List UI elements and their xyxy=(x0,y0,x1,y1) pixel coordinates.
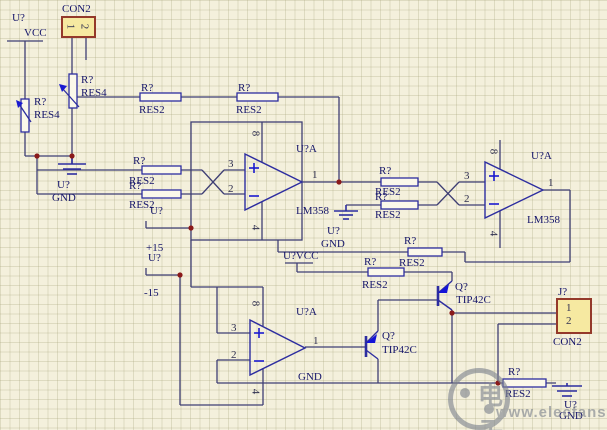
res-in1-part: RES2 xyxy=(129,175,155,187)
con2-bottom-label: CON2 xyxy=(553,336,582,348)
op1-pin8: 8 xyxy=(249,130,262,137)
op1-pin2: 2 xyxy=(228,183,234,195)
op1-part: LM358 xyxy=(296,205,329,217)
pot2-part: RES4 xyxy=(81,87,107,99)
opamp-2[interactable] xyxy=(484,160,545,220)
transistor-q2[interactable] xyxy=(364,330,379,360)
op3-refdes: U?A xyxy=(296,306,317,318)
res-in1-refdes: R? xyxy=(133,155,146,167)
res-top1-part: RES2 xyxy=(139,104,165,116)
op3-pin1: 1 xyxy=(313,335,319,347)
op2-pin1: 1 xyxy=(548,177,554,189)
watermark-url: www.elecfans.com xyxy=(496,404,607,421)
resistor-top2[interactable] xyxy=(236,92,279,102)
con2-bottom-pin1: 1 xyxy=(566,302,572,314)
op1-pin1: 1 xyxy=(312,169,318,181)
junction-dots xyxy=(34,153,501,386)
op3-pin2: 2 xyxy=(231,349,237,361)
resistor-in1[interactable] xyxy=(141,165,182,175)
opamp-3[interactable] xyxy=(249,318,307,377)
gnd1-label: GND xyxy=(52,192,76,204)
res-fb2-refdes: R? xyxy=(404,235,417,247)
op2-part: LM358 xyxy=(527,214,560,226)
op1-refdes: U?A xyxy=(296,143,317,155)
uvcc-port-label: U?VCC xyxy=(283,250,319,262)
op2-pin8: 8 xyxy=(487,148,500,155)
op3-pin4: 4 xyxy=(249,388,262,395)
op2-pin4: 4 xyxy=(487,230,500,237)
wires xyxy=(7,38,571,406)
elecfans-logo-dot xyxy=(460,388,470,398)
con2-top-label: CON2 xyxy=(62,3,91,15)
resistor-out[interactable] xyxy=(502,378,547,388)
connector-con2-bottom[interactable] xyxy=(556,298,592,334)
gnd2-refdes: U? xyxy=(327,225,340,237)
watermark-title: 电子发烧友 xyxy=(478,382,506,430)
op2-pin2: 2 xyxy=(464,193,470,205)
ground-symbol-mid xyxy=(334,205,358,220)
res-mid2-refdes: R? xyxy=(375,191,388,203)
ground-symbol-left xyxy=(58,156,86,175)
res-out-refdes: R? xyxy=(508,366,521,378)
op2-pin3: 3 xyxy=(464,170,470,182)
m15-refdes: U? xyxy=(148,252,161,264)
gnd2-label: GND xyxy=(321,238,345,250)
op3-pin8: 8 xyxy=(249,300,262,307)
pot1-refdes: R? xyxy=(34,96,47,108)
connector-con2-top[interactable] xyxy=(61,16,96,38)
elecfans-logo-dot xyxy=(484,404,494,414)
con2-bottom-pin2: 2 xyxy=(566,315,572,327)
res-in2-part: RES2 xyxy=(129,199,155,211)
pot2-refdes: R? xyxy=(81,74,94,86)
m15-label: -15 xyxy=(144,287,159,299)
res-top2-part: RES2 xyxy=(236,104,262,116)
res-base-refdes: R? xyxy=(364,256,377,268)
transistor-q1[interactable] xyxy=(436,280,453,311)
q2-part: TIP42C xyxy=(382,344,417,356)
res-top1-refdes: R? xyxy=(141,82,154,94)
op2-refdes: U?A xyxy=(531,150,552,162)
opamp-1[interactable] xyxy=(244,152,304,212)
op1-pin4: 4 xyxy=(249,224,262,231)
res-top2-refdes: R? xyxy=(238,82,251,94)
con2-top-pin2: 2 xyxy=(78,23,91,30)
res-base-part: RES2 xyxy=(362,279,388,291)
potentiometer-r1[interactable] xyxy=(16,98,32,133)
op3-pin3: 3 xyxy=(231,322,237,334)
p15-label: +15 xyxy=(146,242,164,254)
pot1-part: RES4 xyxy=(34,109,60,121)
elecfans-logo-icon xyxy=(448,368,510,430)
q1-refdes: Q? xyxy=(455,281,468,293)
resistor-mid1[interactable] xyxy=(380,177,419,187)
resistor-base[interactable] xyxy=(367,267,405,277)
res-out-part: RES2 xyxy=(505,388,531,400)
q2-refdes: Q? xyxy=(382,330,395,342)
con2-top-pin1: 1 xyxy=(64,23,77,30)
potentiometer-r2[interactable] xyxy=(59,73,80,109)
res-in2-refdes: R? xyxy=(129,180,142,192)
resistor-in2[interactable] xyxy=(141,189,182,199)
vcc-port-refdes: U? xyxy=(12,12,25,24)
gnd3-label: GND xyxy=(559,410,583,422)
con2-bottom-refdes: J? xyxy=(558,286,568,298)
resistor-fb2[interactable] xyxy=(407,247,443,257)
p15-refdes: U? xyxy=(150,205,163,217)
gnd-rail-label: GND xyxy=(298,371,322,383)
ground-symbol-right xyxy=(552,383,582,397)
gnd3-refdes: U? xyxy=(564,399,577,411)
res-fb2-part: RES2 xyxy=(399,257,425,269)
q1-part: TIP42C xyxy=(456,294,491,306)
res-mid2-part: RES2 xyxy=(375,209,401,221)
res-mid1-part: RES2 xyxy=(375,186,401,198)
resistor-mid2[interactable] xyxy=(380,200,419,210)
resistor-top1[interactable] xyxy=(139,92,182,102)
vcc-port-label: VCC xyxy=(24,27,47,39)
op1-pin3: 3 xyxy=(228,158,234,170)
res-mid1-refdes: R? xyxy=(379,165,392,177)
gnd1-refdes: U? xyxy=(57,179,70,191)
